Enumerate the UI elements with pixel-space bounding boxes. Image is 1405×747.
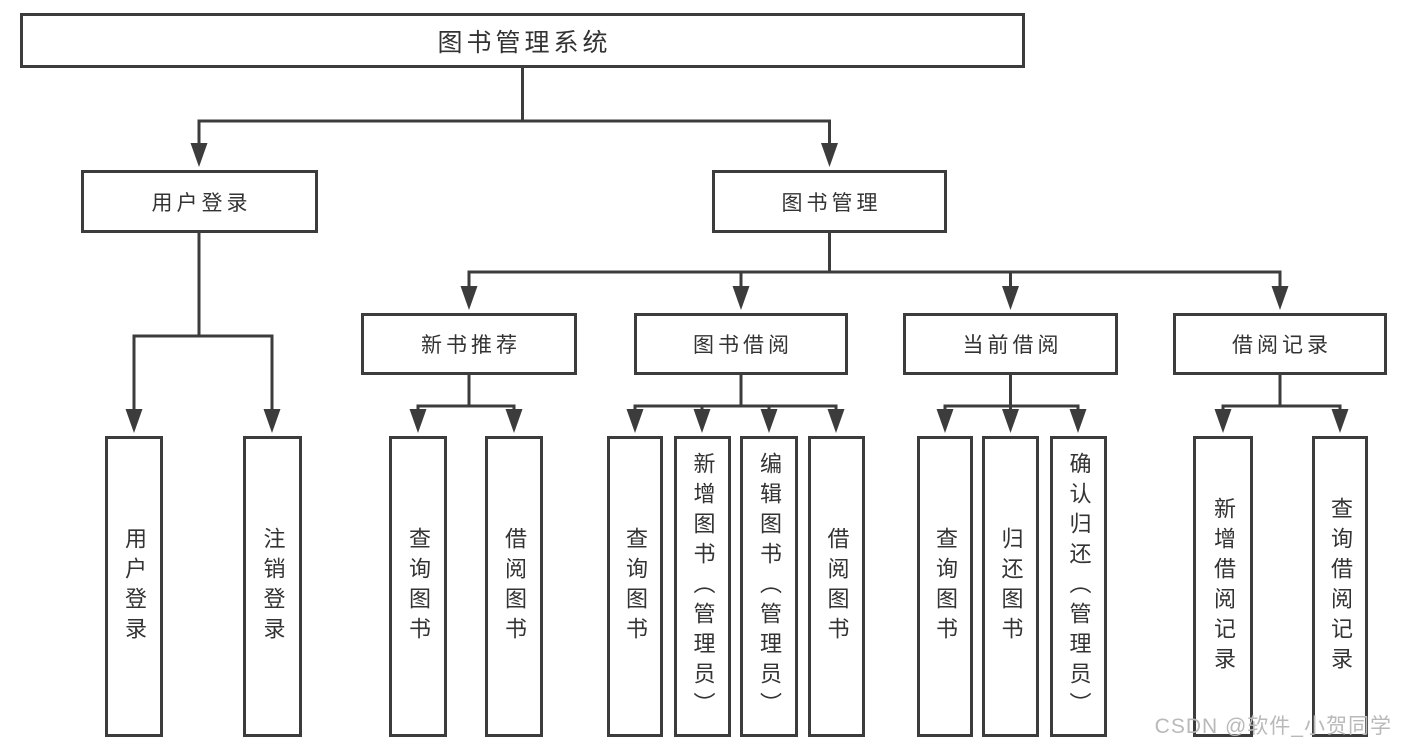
leaf-query-books-borrow: 查询图书 xyxy=(607,436,663,737)
node-label: 用户登录 xyxy=(151,191,252,215)
arrow-down-icon xyxy=(732,286,750,310)
node-label: 借阅图书 xyxy=(502,526,527,647)
csdn-watermark: CSDN @软件_小贺同学 xyxy=(1154,715,1392,738)
node-label: 新增借阅记录 xyxy=(1211,496,1236,677)
node-label: 查询借阅记录 xyxy=(1328,496,1353,677)
node-book-borrowing: 图书借阅 xyxy=(634,313,848,375)
node-label: 查询图书 xyxy=(406,526,431,647)
arrow-down-icon xyxy=(821,143,838,167)
arrow-down-icon xyxy=(626,409,644,433)
leaf-logout: 注销登录 xyxy=(243,436,302,737)
node-label: 图书管理 xyxy=(781,191,882,215)
node-label: 当前借阅 xyxy=(962,334,1063,357)
arrow-down-icon xyxy=(1002,409,1019,433)
arrow-down-icon xyxy=(1002,286,1019,310)
leaf-query-books-recommend: 查询图书 xyxy=(389,436,447,737)
arrow-down-icon xyxy=(460,286,478,310)
node-label: 用户登录 xyxy=(122,526,147,647)
arrow-down-icon xyxy=(190,143,208,167)
node-label: 编辑图书（管理员） xyxy=(757,451,782,722)
node-label: 查询图书 xyxy=(623,526,648,647)
node-label: 借阅记录 xyxy=(1232,334,1332,357)
arrow-down-icon xyxy=(125,409,143,433)
leaf-query-books-current: 查询图书 xyxy=(917,436,973,737)
node-label: 归还图书 xyxy=(998,526,1024,647)
arrow-down-icon xyxy=(409,409,427,433)
arrow-down-icon xyxy=(693,409,711,433)
arrow-down-icon xyxy=(1331,409,1349,433)
arrow-down-icon xyxy=(936,409,954,433)
arrow-down-icon xyxy=(505,409,523,433)
leaf-add-borrow-record: 新增借阅记录 xyxy=(1193,436,1253,737)
node-label: 查询图书 xyxy=(933,526,958,647)
leaf-borrow-books-recommend: 借阅图书 xyxy=(485,436,543,737)
node-label: 图书借阅 xyxy=(693,334,793,357)
arrow-down-icon xyxy=(263,409,281,433)
node-library-management-system: 图书管理系统 xyxy=(20,13,1025,68)
node-new-book-recommendation: 新书推荐 xyxy=(361,313,577,375)
arrow-down-icon xyxy=(1271,286,1289,310)
leaf-query-borrow-record: 查询借阅记录 xyxy=(1312,436,1368,737)
leaf-user-login: 用户登录 xyxy=(105,436,163,737)
node-current-borrowing: 当前借阅 xyxy=(903,313,1118,375)
node-label: 图书管理系统 xyxy=(437,28,612,57)
node-label: 注销登录 xyxy=(260,526,286,647)
node-book-management: 图书管理 xyxy=(712,170,947,233)
arrow-down-icon xyxy=(1069,409,1087,433)
leaf-return-book: 归还图书 xyxy=(982,436,1039,737)
leaf-edit-book-admin: 编辑图书（管理员） xyxy=(740,436,798,737)
leaf-confirm-return-admin: 确认归还（管理员） xyxy=(1050,436,1107,737)
leaf-borrow-books: 借阅图书 xyxy=(808,436,865,737)
arrow-down-icon xyxy=(1214,409,1232,433)
node-user-login: 用户登录 xyxy=(81,170,318,233)
node-label: 借阅图书 xyxy=(824,526,850,647)
node-borrowing-records: 借阅记录 xyxy=(1173,313,1387,375)
arrow-down-icon xyxy=(827,409,845,433)
leaf-add-book-admin: 新增图书（管理员） xyxy=(674,436,731,737)
arrow-down-icon xyxy=(760,409,778,433)
node-label: 新增图书（管理员） xyxy=(690,451,716,722)
node-label: 新书推荐 xyxy=(421,334,521,357)
node-label: 确认归还（管理员） xyxy=(1066,451,1092,722)
